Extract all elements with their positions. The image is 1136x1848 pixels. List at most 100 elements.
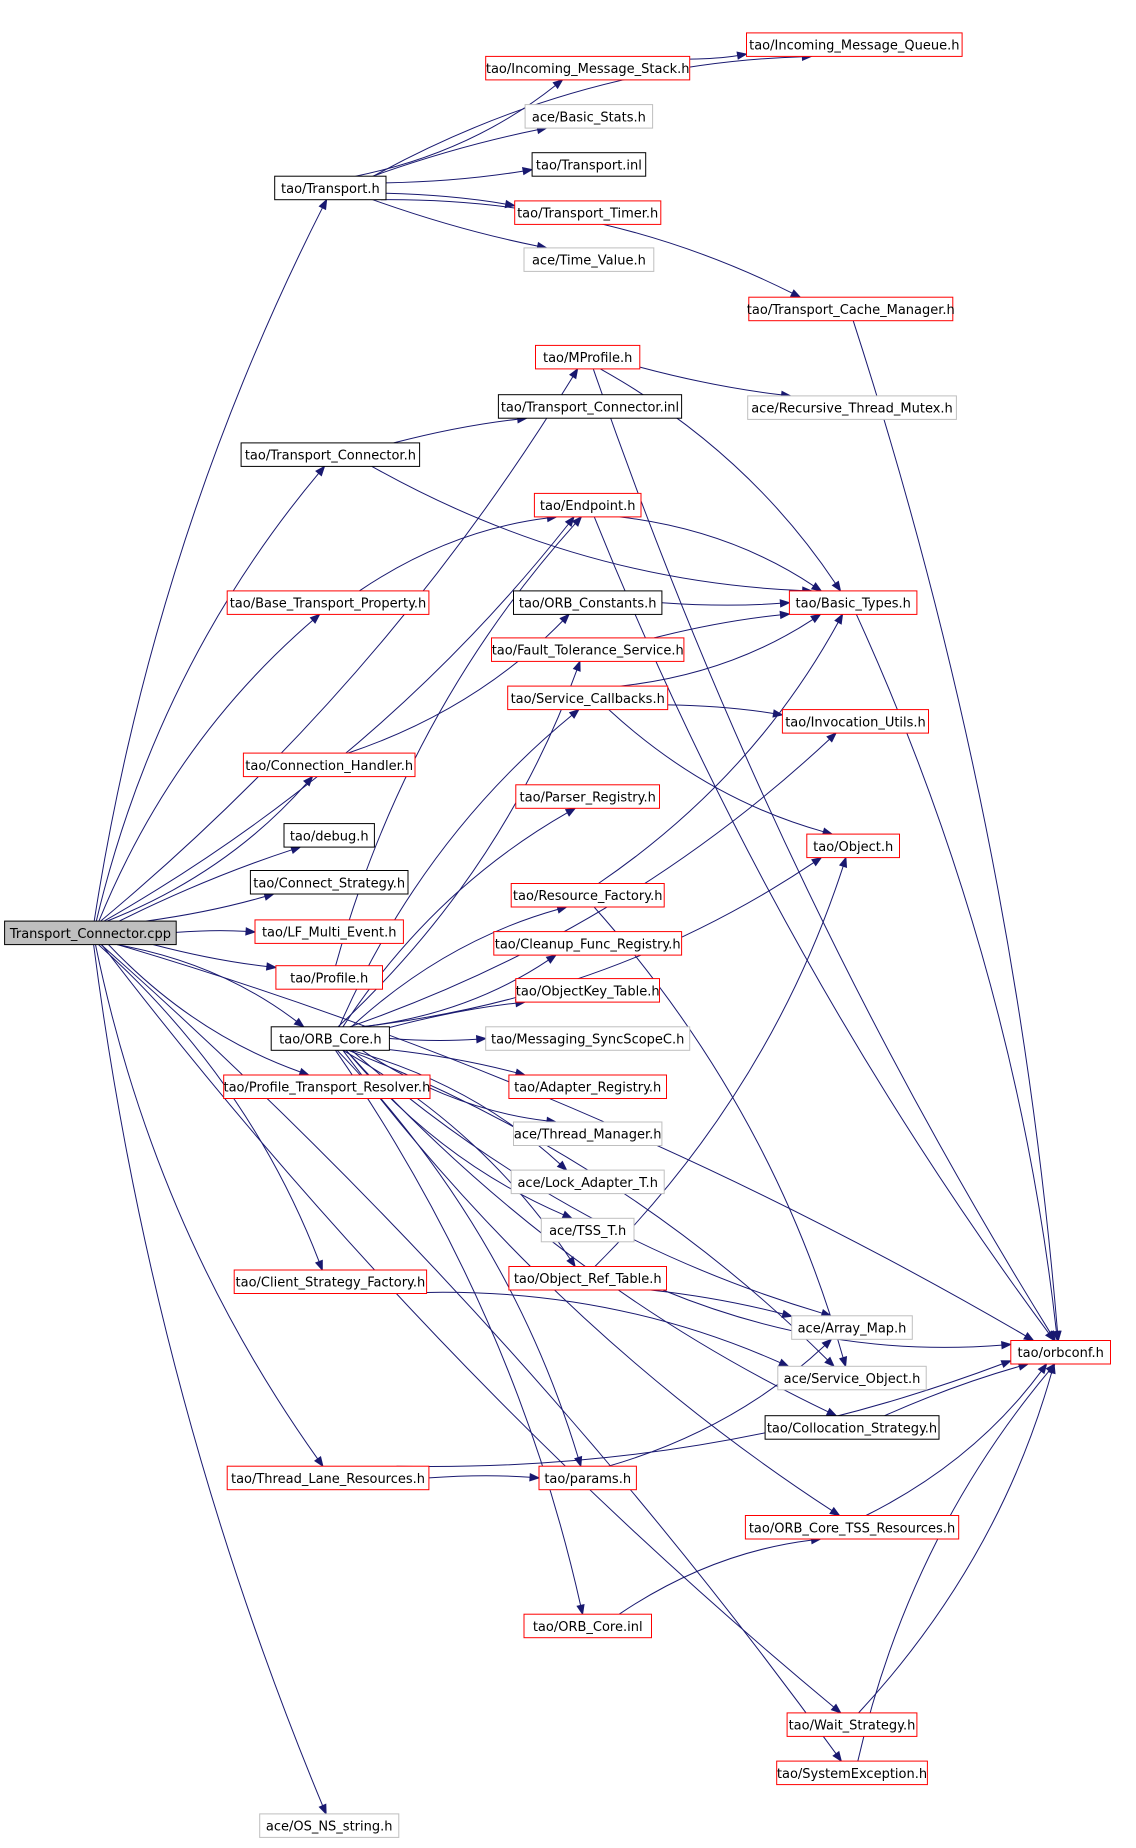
node-tch[interactable]: tao/Transport_Connector.h (240, 442, 421, 467)
edge-root-to-wait (101, 944, 842, 1714)
node-profile[interactable]: tao/Profile.h (275, 965, 383, 990)
node-box (513, 1121, 663, 1146)
edge-sysex-to-orbconf (857, 1362, 1056, 1762)
node-orbcore[interactable]: tao/ORB_Core.h (270, 1026, 390, 1051)
node-nsstr[interactable]: ace/OS_NS_string.h (259, 1813, 400, 1838)
node-label: tao/Service_Callbacks.h (511, 692, 665, 707)
node-label: ace/Basic_Stats.h (532, 110, 646, 125)
node-msync[interactable]: tao/Messaging_SyncScopeC.h (485, 1026, 691, 1051)
node-parser[interactable]: tao/Parser_Registry.h (515, 784, 660, 809)
node-box (747, 395, 957, 420)
node-ptr[interactable]: tao/Profile_Transport_Resolver.h (223, 1074, 431, 1099)
edge-params-to-amap (608, 1338, 833, 1467)
node-endpoint[interactable]: tao/Endpoint.h (533, 492, 642, 518)
node-debug[interactable]: tao/debug.h (283, 823, 375, 848)
node-cstrat[interactable]: tao/Connect_Strategy.h (249, 870, 409, 895)
node-connh[interactable]: tao/Connection_Handler.h (242, 752, 416, 778)
node-transport[interactable]: tao/Transport.h (274, 175, 387, 201)
edge-btp-to-endpoint (359, 513, 558, 592)
edge-mprofile-to-rtm (639, 366, 792, 399)
node-rfact[interactable]: tao/Resource_Factory.h (510, 883, 665, 908)
node-ort[interactable]: tao/Object_Ref_Table.h (508, 1266, 667, 1291)
node-label: ace/Array_Map.h (798, 1322, 907, 1337)
node-box (777, 1365, 927, 1391)
node-basic[interactable]: tao/Basic_Types.h (788, 590, 918, 615)
node-lfme[interactable]: tao/LF_Multi_Event.h (254, 919, 404, 944)
node-csf[interactable]: tao/Client_Strategy_Factory.h (233, 1269, 428, 1294)
node-label: tao/Connect_Strategy.h (253, 876, 405, 891)
node-ttimer[interactable]: tao/Transport_Timer.h (514, 200, 662, 225)
node-orbconf[interactable]: tao/orbconf.h (1010, 1340, 1111, 1365)
edge-scb-to-basic (620, 613, 822, 687)
node-box (523, 247, 655, 272)
node-label: tao/MProfile.h (543, 351, 632, 366)
node-tssres[interactable]: tao/ORB_Core_TSS_Resources.h (744, 1515, 960, 1540)
node-btp[interactable]: tao/Base_Transport_Property.h (226, 590, 430, 615)
edge-tch-to-tcinl (393, 415, 529, 444)
node-imq[interactable]: tao/Incoming_Message_Queue.h (746, 32, 963, 57)
node-bstats[interactable]: ace/Basic_Stats.h (524, 104, 654, 129)
node-fts[interactable]: tao/Fault_Tolerance_Service.h (491, 637, 685, 662)
edge-csf-to-svcobj (393, 1291, 790, 1367)
node-rtm[interactable]: ace/Recursive_Thread_Mutex.h (747, 395, 957, 420)
node-amap[interactable]: ace/Array_Map.h (791, 1315, 913, 1340)
node-label: tao/Fault_Tolerance_Service.h (492, 644, 684, 659)
node-label: tao/Cleanup_Func_Registry.h (495, 937, 681, 952)
node-label: tao/Collocation_Strategy.h (767, 1421, 937, 1436)
node-box (781, 709, 930, 734)
node-tcinl[interactable]: tao/Transport_Connector.inl (497, 394, 683, 419)
edge-orbcore-to-orbinl (335, 1050, 585, 1616)
node-orbinl[interactable]: tao/ORB_Core.inl (523, 1613, 652, 1639)
node-cleanup[interactable]: tao/Cleanup_Func_Registry.h (493, 931, 683, 956)
node-colloc[interactable]: tao/Collocation_Strategy.h (764, 1415, 940, 1440)
edge-orbcore-to-object (362, 856, 823, 1028)
node-mprofile[interactable]: tao/MProfile.h (535, 344, 641, 370)
node-invu[interactable]: tao/Invocation_Utils.h (781, 709, 930, 734)
node-svcobj[interactable]: ace/Service_Object.h (777, 1365, 927, 1391)
node-label: tao/Incoming_Message_Stack.h (486, 62, 690, 77)
node-ims[interactable]: tao/Incoming_Message_Stack.h (485, 55, 691, 81)
edge-root-to-tch (95, 465, 326, 922)
edge-root-to-endpoint (103, 515, 575, 922)
node-tinl[interactable]: tao/Transport.inl (531, 152, 647, 177)
node-thrmgr[interactable]: ace/Thread_Manager.h (513, 1121, 663, 1146)
node-box (242, 752, 416, 778)
node-object[interactable]: tao/Object.h (806, 833, 900, 859)
node-label: tao/Invocation_Utils.h (785, 715, 926, 730)
node-label: tao/Object_Ref_Table.h (514, 1272, 662, 1287)
nodes-layer: Transport_Connector.cpp tao/Incoming_Mess… (4, 32, 1111, 1838)
node-tss[interactable]: ace/TSS_T.h (540, 1217, 635, 1243)
node-timeval[interactable]: ace/Time_Value.h (523, 247, 655, 272)
node-box (283, 823, 375, 848)
node-sysex[interactable]: tao/SystemException.h (776, 1760, 928, 1786)
edge-transport-to-ttimer (385, 192, 517, 209)
edge-root-to-orbconf (117, 944, 1035, 1342)
edge-mprofile-to-basic (600, 368, 842, 593)
node-label: tao/Profile.h (290, 972, 368, 987)
edge-root-to-btp (98, 613, 321, 922)
node-label: tao/Client_Strategy_Factory.h (236, 1276, 426, 1291)
node-okt[interactable]: tao/ObjectKey_Table.h (515, 978, 660, 1003)
node-box (744, 1515, 960, 1540)
node-tcm[interactable]: tao/Transport_Cache_Manager.h (747, 296, 955, 322)
node-label: tao/Adapter_Registry.h (514, 1081, 661, 1096)
node-orbconst[interactable]: tao/ORB_Constants.h (513, 590, 663, 615)
node-lockad[interactable]: ace/Lock_Adapter_T.h (510, 1169, 665, 1195)
node-tlr[interactable]: tao/Thread_Lane_Resources.h (226, 1465, 430, 1491)
node-root[interactable]: Transport_Connector.cpp (4, 920, 177, 946)
edge-ims-to-imq (689, 51, 748, 60)
edge-connh-to-orbconst (347, 613, 570, 754)
node-wait[interactable]: tao/Wait_Strategy.h (786, 1712, 918, 1737)
edge-scb-to-invu (667, 704, 784, 718)
node-scb[interactable]: tao/Service_Callbacks.h (507, 685, 669, 711)
edge-root-to-transport (93, 198, 328, 922)
node-box (776, 1760, 928, 1786)
node-params[interactable]: tao/params.h (538, 1465, 637, 1491)
node-adreg[interactable]: tao/Adapter_Registry.h (508, 1074, 667, 1099)
node-box (275, 965, 383, 990)
node-box (791, 1315, 913, 1340)
edge-orbcore-to-cleanup (362, 954, 558, 1028)
edge-root-to-cstrat (145, 892, 276, 922)
node-label: ace/Thread_Manager.h (514, 1128, 662, 1143)
